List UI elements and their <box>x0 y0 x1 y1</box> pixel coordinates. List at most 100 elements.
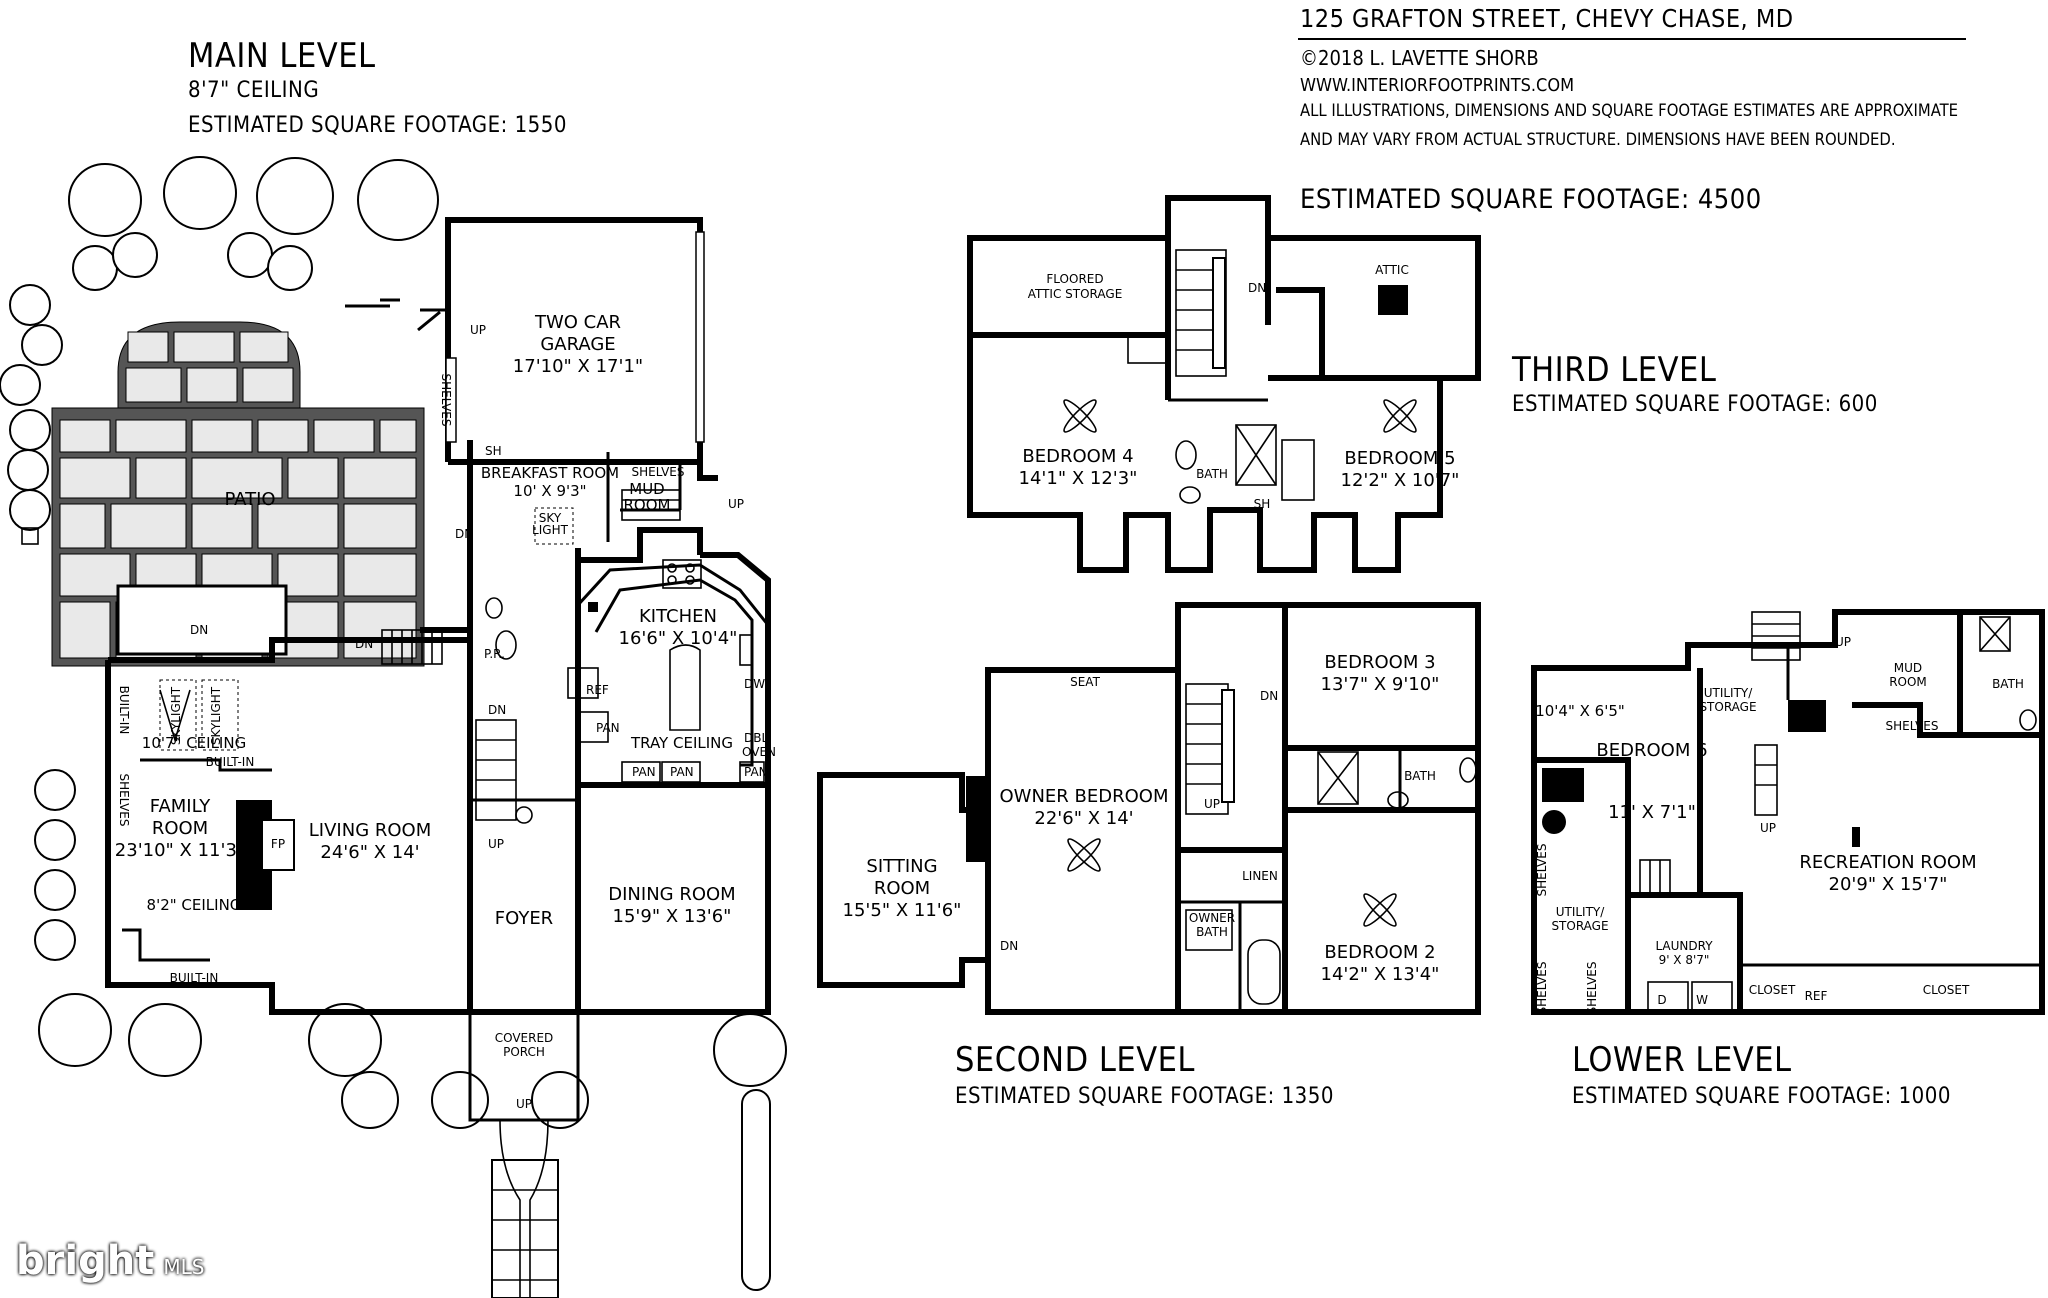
window-seat-label: SEAT <box>1070 675 1100 689</box>
lower-utility-storage-label: UTILITY/ <box>1556 905 1606 919</box>
builtin-label-2: BUILT-IN <box>206 755 255 769</box>
dishwasher-label: DW <box>744 677 765 691</box>
main-house-walls <box>105 440 771 1122</box>
owner-bath-label: OWNER <box>1189 911 1235 925</box>
second-level-title: SECOND LEVEL <box>955 1040 1195 1080</box>
second-dn-label: DN <box>1260 689 1278 703</box>
lower-up-label: UP <box>1835 635 1851 649</box>
bedroom-4-dimensions: 14'1" X 12'3" <box>1019 468 1138 489</box>
patio-pavers <box>51 321 425 667</box>
third-shower-label: SH <box>1254 497 1271 511</box>
kitchen-dimensions: 16'6" X 10'4" <box>619 628 738 649</box>
garage-up-label: UP <box>470 323 486 337</box>
tray-ceiling-label: TRAY CEILING <box>630 734 733 752</box>
lower-level-title: LOWER LEVEL <box>1572 1040 1792 1080</box>
laundry-dimensions: 9' X 8'7" <box>1659 953 1710 967</box>
kitchen-label: KITCHEN <box>639 606 717 627</box>
mud-room-label: MUD <box>629 480 664 498</box>
living-room-dimensions: 24'6" X 14' <box>320 842 419 863</box>
garage-label-2: GARAGE <box>540 334 615 355</box>
address-underline <box>1298 38 1966 40</box>
washer-label: W <box>1696 993 1708 1007</box>
terrace-dn-label: DN <box>190 623 208 637</box>
mud-room-label-2: ROOM <box>624 496 671 514</box>
skylight-label-1: SKY <box>539 511 562 525</box>
lower-mud-room-label-2: ROOM <box>1889 675 1927 689</box>
third-level-sqft: ESTIMATED SQUARE FOOTAGE: 600 <box>1512 392 1878 417</box>
lower-level-plan: UP MUD ROOM BATH UTILITY/ STORAGE SHELVE… <box>1531 609 2045 1015</box>
double-oven-label-2: OVEN <box>742 745 776 759</box>
bedroom-2-label: BEDROOM 2 <box>1324 942 1435 963</box>
sitting-room-dimensions: 15'5" X 11'6" <box>843 900 962 921</box>
garage-shelves-label: SHELVES <box>439 374 453 427</box>
family-room-label-2: ROOM <box>152 818 208 839</box>
copyright: ©2018 L. LAVETTE SHORB <box>1300 46 1539 70</box>
fireplace-label: FP <box>271 837 285 851</box>
powder-room-label: P.R. <box>484 647 505 661</box>
owner-bedroom-dimensions: 22'6" X 14' <box>1034 808 1133 829</box>
sitting-room-label-2: ROOM <box>874 878 930 899</box>
second-level-sqft: ESTIMATED SQUARE FOOTAGE: 1350 <box>955 1084 1334 1109</box>
living-room-label: LIVING ROOM <box>309 820 431 841</box>
main-stairs <box>381 489 681 824</box>
pantry-label-4: PAN <box>744 765 768 779</box>
closet-label-2: CLOSET <box>1923 983 1970 997</box>
lower-shelves-label-2: SHELVES <box>1535 962 1549 1015</box>
main-level-plan: TWO CAR GARAGE 17'10" X 17'1" SHELVES UP… <box>0 156 787 1298</box>
patio-dn-label: DN <box>455 527 473 541</box>
third-bath-label: BATH <box>1196 467 1228 481</box>
side-dn-label: DN <box>355 637 373 651</box>
bedroom-3-label: BEDROOM 3 <box>1324 652 1435 673</box>
stair-up-label: UP <box>488 837 504 851</box>
double-oven-label: DBL <box>744 731 768 745</box>
bright-logo-text: bright <box>16 1238 155 1284</box>
website: WWW.INTERIORFOOTPRINTS.COM <box>1300 75 1575 96</box>
mudroom-up-label: UP <box>728 497 744 511</box>
closet-label: CLOSET <box>1749 983 1796 997</box>
garage-label: TWO CAR <box>534 312 621 333</box>
second-bath-label: BATH <box>1404 769 1436 783</box>
dining-room-dimensions: 15'9" X 13'6" <box>613 906 732 927</box>
floored-attic-label-2: ATTIC STORAGE <box>1028 287 1123 301</box>
landscape-trees <box>0 156 787 1291</box>
main-level-title: MAIN LEVEL <box>188 36 376 76</box>
third-level-title: THIRD LEVEL <box>1512 350 1717 390</box>
disclaimer-line-2: AND MAY VARY FROM ACTUAL STRUCTURE. DIME… <box>1300 130 1896 149</box>
breakfast-room-dimensions: 10' X 9'3" <box>513 482 586 500</box>
owner-bath-label-2: BATH <box>1196 925 1228 939</box>
attic-label: ATTIC <box>1375 263 1409 277</box>
second-level-plan: SEAT DN UP BEDROOM 3 13'7" X 9'10" OWNER… <box>817 602 1481 1015</box>
lower-level-sqft: ESTIMATED SQUARE FOOTAGE: 1000 <box>1572 1084 1951 1109</box>
main-level-sqft: ESTIMATED SQUARE FOOTAGE: 1550 <box>188 113 567 138</box>
dryer-label: D <box>1657 993 1666 1007</box>
mls-logo-text: MLS <box>163 1255 205 1279</box>
mud-shelves-label: SHELVES <box>632 465 685 479</box>
covered-porch-label-2: PORCH <box>503 1045 545 1059</box>
sitting-dn-label: DN <box>1000 939 1018 953</box>
family-shelves-label: SHELVES <box>117 774 131 827</box>
lower-up-label-2: UP <box>1760 821 1776 835</box>
main-level-ceiling: 8'7" CEILING <box>188 78 320 103</box>
recreation-room-dimensions: 20'9" X 15'7" <box>1829 874 1948 895</box>
kitchen-counters <box>567 559 770 783</box>
bedroom-6-dimensions: 11' X 7'1" <box>1608 802 1696 823</box>
bedroom-6-label: BEDROOM 6 <box>1596 740 1707 761</box>
garage <box>345 217 705 462</box>
lower-utility-storage-label-2: STORAGE <box>1551 919 1608 933</box>
dining-room-label: DINING ROOM <box>608 884 735 905</box>
linen-label: LINEN <box>1242 869 1278 883</box>
bedroom-3-dimensions: 13'7" X 9'10" <box>1321 674 1440 695</box>
breakfast-room-label: BREAKFAST ROOM <box>481 464 619 482</box>
family-room-label: FAMILY <box>150 796 211 817</box>
family-ceiling-label: 10'7" CEILING <box>142 734 246 752</box>
foyer-label: FOYER <box>495 908 553 929</box>
family-ceiling-label-2: 8'2" CEILING <box>147 896 242 914</box>
lower-ref-label: REF <box>1805 989 1828 1003</box>
bedroom-5-label: BEDROOM 5 <box>1344 448 1455 469</box>
laundry-label: LAUNDRY <box>1655 939 1713 953</box>
bright-mls-logo: bright MLS <box>16 1238 205 1284</box>
second-up-label: UP <box>1204 797 1220 811</box>
pantry-label-2: PAN <box>632 765 656 779</box>
property-address: 125 GRAFTON STREET, CHEVY CHASE, MD <box>1300 4 1794 33</box>
